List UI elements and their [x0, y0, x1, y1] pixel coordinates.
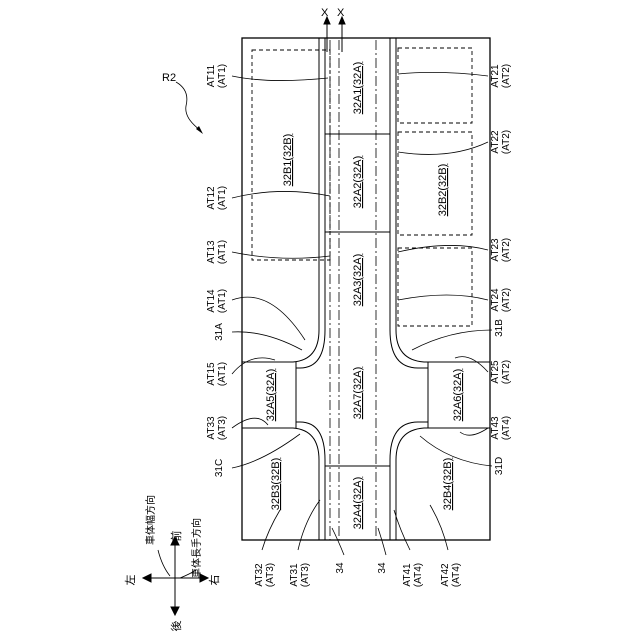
bottom-labels: AT32(AT3) AT31(AT3) 34 34 AT41(AT4) AT42…	[254, 562, 462, 587]
label-34-right: 34	[377, 562, 388, 574]
label-at23: AT23(AT2)	[490, 238, 512, 262]
compass-width-direction: 車体幅方向	[144, 495, 157, 545]
label-at13: AT13(AT1)	[206, 240, 228, 264]
label-at25: AT25(AT2)	[490, 360, 512, 384]
label-31d: 31D	[494, 457, 505, 475]
zone-32b4: 32B4(32B)	[442, 458, 454, 511]
label-at11: AT11(AT1)	[206, 64, 228, 88]
compass-length-direction: 車体長手方向	[190, 518, 203, 578]
label-at31: AT31(AT3)	[289, 563, 311, 587]
label-34-left: 34	[335, 562, 346, 574]
zone-32a7: 32A7(32A)	[352, 367, 364, 420]
zone-32b3: 32B3(32B)	[270, 458, 282, 511]
compass-leaders	[158, 550, 196, 578]
label-31a: 31A	[214, 323, 225, 341]
left-leaders	[232, 76, 330, 468]
x-direction-arrows	[324, 17, 345, 52]
label-at24: AT24(AT2)	[490, 288, 512, 312]
zone-32a1: 32A1(32A)	[352, 62, 364, 115]
label-at21: AT21(AT2)	[490, 64, 512, 88]
zone-32a2: 32A2(32A)	[352, 156, 364, 209]
label-at14: AT14(AT1)	[206, 289, 228, 313]
figure-label: R2	[162, 72, 176, 84]
figure-label-leader	[176, 82, 200, 130]
label-at41: AT41(AT4)	[402, 563, 424, 587]
compass-rear: 後	[169, 621, 183, 632]
label-at12: AT12(AT1)	[206, 186, 228, 210]
label-at22: AT22(AT2)	[490, 130, 512, 154]
label-31b: 31B	[494, 319, 505, 337]
x-marker-2: X	[337, 7, 345, 19]
left-labels: AT11(AT1) AT12(AT1) AT13(AT1) AT14(AT1) …	[206, 64, 228, 477]
label-at43: AT43(AT4)	[490, 416, 512, 440]
zone-32b2: 32B2(32B)	[437, 164, 449, 217]
compass-right: 右	[207, 575, 221, 586]
right-labels: AT21(AT2) AT22(AT2) AT23(AT2) AT24(AT2) …	[490, 64, 512, 475]
zone-32b1: 32B1(32B)	[282, 134, 294, 187]
label-at15: AT15(AT1)	[206, 362, 228, 386]
label-at33: AT33(AT3)	[206, 416, 228, 440]
label-at32: AT32(AT3)	[254, 563, 276, 587]
label-31c: 31C	[214, 459, 225, 477]
compass-left: 左	[124, 575, 137, 586]
compass-front: 前	[169, 531, 183, 542]
zone-32a3: 32A3(32A)	[352, 254, 364, 307]
label-at42: AT42(AT4)	[440, 563, 462, 587]
right-leaders	[398, 72, 492, 466]
x-marker-1: X	[321, 7, 329, 19]
zone-32a4: 32A4(32A)	[352, 477, 364, 530]
zone-32a6: 32A6(32A)	[452, 369, 464, 422]
zone-32a5: 32A5(32A)	[265, 369, 277, 422]
